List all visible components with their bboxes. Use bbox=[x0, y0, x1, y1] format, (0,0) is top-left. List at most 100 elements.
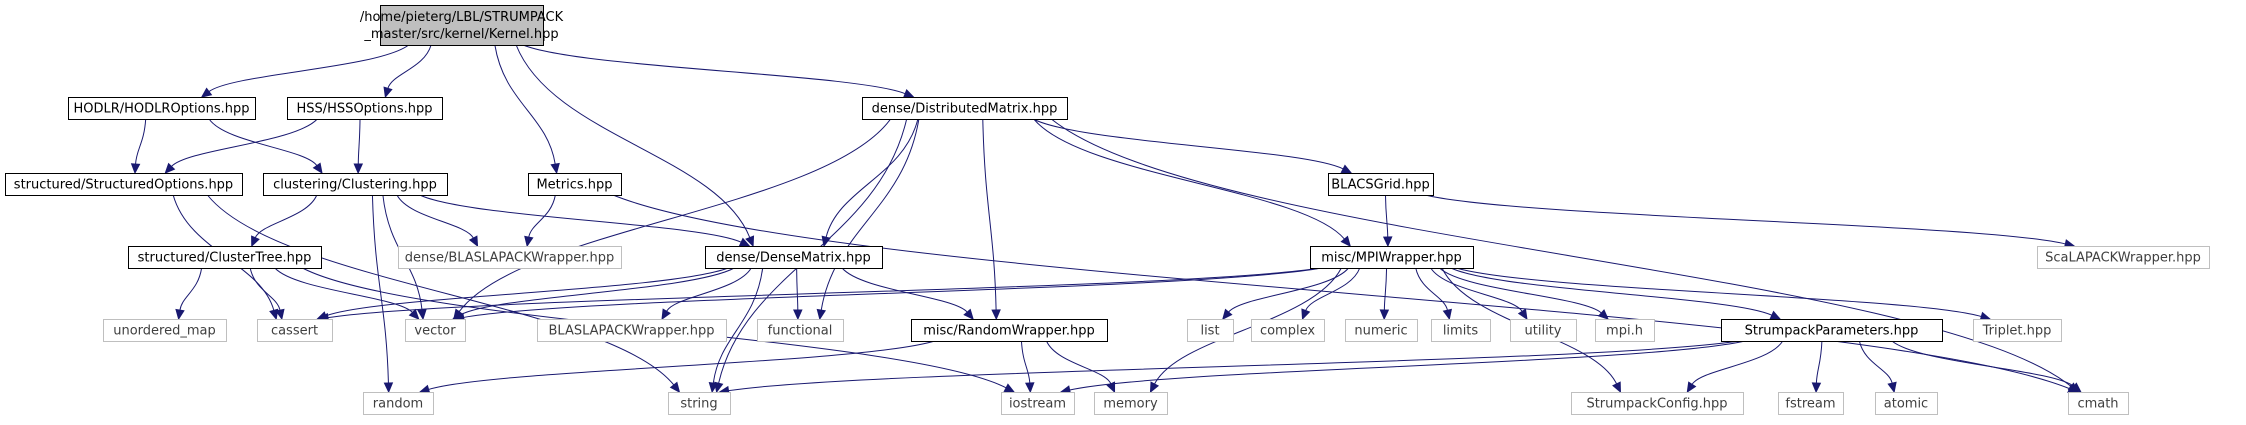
node-fstream: fstream bbox=[1778, 392, 1844, 415]
edge-mpi_wrapper-to-cassert bbox=[327, 267, 1321, 319]
edge-root-to-hodlr_options bbox=[208, 44, 409, 92]
arrowhead-cluster_tree-to-cassert bbox=[275, 308, 285, 321]
arrowhead-mpi_wrapper-to-complex bbox=[1301, 308, 1311, 321]
node-label: fstream bbox=[1785, 397, 1835, 412]
node-label: BLACSGrid.hpp bbox=[1331, 178, 1430, 193]
node-mpi-wrapper[interactable]: misc/MPIWrapper.hpp bbox=[1310, 246, 1474, 269]
node-iostream: iostream bbox=[1001, 392, 1075, 415]
node-strumpack-config: StrumpackConfig.hpp bbox=[1571, 392, 1744, 415]
edge-mpi_wrapper-to-complex bbox=[1305, 267, 1361, 311]
node-box bbox=[1595, 319, 1655, 342]
node-hodlr-options[interactable]: HODLR/HODLROptions.hpp bbox=[68, 97, 256, 120]
arrowhead-distributed_matrix-to-blacs_grid bbox=[1340, 164, 1353, 174]
edge-dense_matrix-to-string bbox=[712, 267, 764, 384]
arrowhead-strumpack_parameters-to-strumpack_config bbox=[1686, 381, 1697, 394]
edge-strumpack_parameters-to-strumpack_config bbox=[1691, 340, 1784, 385]
edge-mpi_wrapper-to-mpi_h bbox=[1439, 267, 1602, 314]
arrowhead-dense_matrix-to-string bbox=[708, 381, 719, 394]
edge-strumpack_parameters-to-fstream bbox=[1815, 340, 1823, 384]
node-random-wrapper[interactable]: misc/RandomWrapper.hpp bbox=[911, 319, 1108, 342]
node-box bbox=[398, 246, 622, 269]
node-label: StrumpackConfig.hpp bbox=[1586, 397, 1727, 412]
node-box bbox=[528, 173, 622, 196]
node-box bbox=[1778, 392, 1844, 415]
arrowhead-distributed_matrix-to-mpi_wrapper bbox=[1340, 235, 1351, 247]
edge-hodlr_options-to-clustering bbox=[208, 118, 318, 166]
arrowhead-clustering-to-dense_matrix bbox=[738, 237, 751, 247]
edge-distributed_matrix-to-dense_matrix bbox=[825, 118, 919, 238]
node-box bbox=[380, 5, 544, 46]
node-cluster-tree[interactable]: structured/ClusterTree.hpp bbox=[128, 246, 322, 269]
arrowhead-root-to-hodlr_options bbox=[200, 87, 213, 98]
arrowhead-blacs_grid-to-mpi_wrapper bbox=[1382, 236, 1393, 248]
node-label: vector bbox=[414, 324, 456, 339]
edge-root-to-distributed_matrix bbox=[522, 44, 906, 95]
edge-distributed_matrix-to-functional bbox=[820, 118, 920, 311]
node-hss-options[interactable]: HSS/HSSOptions.hpp bbox=[287, 97, 443, 120]
node-list: list bbox=[1187, 319, 1234, 342]
edge-mpi_wrapper-to-vector bbox=[463, 267, 1322, 318]
arrowhead-strumpack_parameters-to-fstream bbox=[1811, 382, 1822, 394]
node-box bbox=[363, 392, 434, 415]
node-blacs-grid[interactable]: BLACSGrid.hpp bbox=[1328, 173, 1434, 196]
node-root[interactable]: /home/pieterg/LBL/STRUMPACK_master/src/k… bbox=[360, 5, 564, 46]
edge-hss_options-to-clustering bbox=[357, 118, 361, 165]
edge-random_wrapper-to-random bbox=[428, 340, 935, 390]
node-box bbox=[757, 319, 844, 342]
node-cmath: cmath bbox=[2068, 392, 2129, 415]
node-label: cmath bbox=[2077, 397, 2118, 412]
arrowhead-hodlr_options-to-clustering bbox=[312, 162, 323, 175]
edge-distributed_matrix-to-random_wrapper bbox=[982, 118, 997, 311]
arrowhead-clustering-to-random bbox=[383, 382, 394, 394]
node-box bbox=[68, 97, 256, 120]
node-strumpack-parameters[interactable]: StrumpackParameters.hpp bbox=[1721, 319, 1943, 342]
edge-cluster_tree-to-unordered_map bbox=[179, 267, 203, 311]
node-dense-matrix[interactable]: dense/DenseMatrix.hpp bbox=[705, 246, 883, 269]
arrowhead-dense_matrix-to-functional bbox=[793, 309, 803, 321]
node-box bbox=[1251, 319, 1325, 342]
node-box bbox=[1310, 246, 1474, 269]
node-box bbox=[1875, 392, 1938, 415]
edge-distributed_matrix-to-mpi_wrapper bbox=[1033, 118, 1345, 240]
edge-distributed_matrix-to-cmath bbox=[1050, 118, 2072, 387]
node-label: numeric bbox=[1354, 324, 1407, 339]
node-distributed-matrix[interactable]: dense/DistributedMatrix.hpp bbox=[862, 97, 1068, 120]
node-box bbox=[1571, 392, 1744, 415]
node-box bbox=[405, 319, 466, 342]
arrowhead-structured_options-to-cassert bbox=[269, 308, 279, 321]
nodes-layer: /home/pieterg/LBL/STRUMPACK_master/src/k… bbox=[5, 5, 2210, 415]
node-clustering[interactable]: clustering/Clustering.hpp bbox=[263, 173, 448, 196]
node-box bbox=[263, 173, 448, 196]
edge-strumpack_parameters-to-cmath bbox=[1891, 340, 2075, 387]
arrowhead-root-to-hss_options bbox=[383, 86, 393, 99]
node-box bbox=[1973, 319, 2062, 342]
node-box bbox=[287, 97, 443, 120]
edge-root-to-dense_matrix bbox=[515, 44, 751, 238]
arrowhead-clustering-to-cluster_tree bbox=[251, 235, 260, 248]
arrowhead-cluster_tree-to-iostream bbox=[1003, 383, 1016, 393]
node-label: Metrics.hpp bbox=[536, 178, 612, 193]
node-label: HODLR/HODLROptions.hpp bbox=[73, 102, 249, 117]
arrowhead-structured_options-to-string bbox=[669, 381, 681, 393]
node-label: structured/StructuredOptions.hpp bbox=[14, 178, 233, 193]
node-box bbox=[1345, 319, 1418, 342]
node-metrics[interactable]: Metrics.hpp bbox=[528, 173, 622, 196]
node-label: BLASLAPACKWrapper.hpp bbox=[549, 324, 715, 339]
arrowhead-mpi_wrapper-to-list bbox=[1222, 308, 1233, 320]
edge-distributed_matrix-to-blacs_grid bbox=[1032, 118, 1344, 170]
arrowhead-root-to-distributed_matrix bbox=[902, 89, 915, 98]
edge-clustering-to-dense_blaslapack bbox=[396, 194, 474, 239]
edge-root-to-metrics bbox=[494, 44, 556, 165]
edge-mpi_wrapper-to-strumpack_parameters bbox=[1450, 267, 1773, 316]
node-box bbox=[705, 246, 883, 269]
arrowhead-distributed_matrix-to-random_wrapper bbox=[991, 309, 1001, 321]
node-label: mpi.h bbox=[1606, 324, 1643, 339]
node-box bbox=[911, 319, 1108, 342]
node-scalapack: ScaLAPACKWrapper.hpp bbox=[2037, 246, 2210, 269]
node-box bbox=[537, 319, 727, 342]
node-box bbox=[128, 246, 322, 269]
node-label: StrumpackParameters.hpp bbox=[1745, 324, 1919, 339]
node-structured-options[interactable]: structured/StructuredOptions.hpp bbox=[5, 173, 243, 196]
edges-layer bbox=[130, 44, 2082, 396]
